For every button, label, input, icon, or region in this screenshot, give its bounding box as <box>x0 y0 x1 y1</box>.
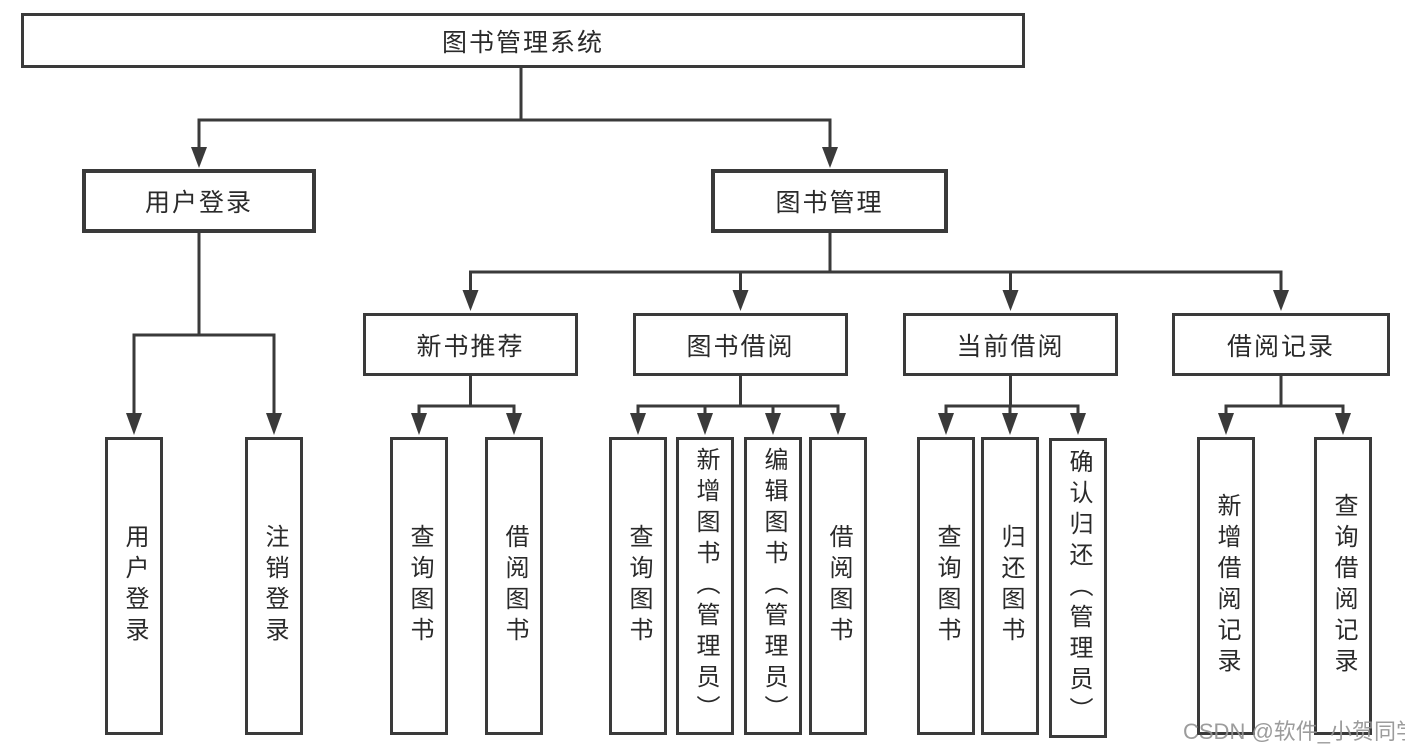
leaf-query-borrow-record: 查询借阅记录 <box>1314 437 1372 735</box>
connector-user-login <box>132 231 276 414</box>
node-current-borrow: 当前借阅 <box>903 313 1118 376</box>
arrow-down-icon <box>830 413 846 435</box>
connector-borrow-record <box>1224 374 1345 414</box>
arrow-down-icon <box>1218 413 1234 435</box>
node-book-management: 图书管理 <box>711 169 948 233</box>
node-new-book-recommend: 新书推荐 <box>363 313 578 376</box>
leaf-borrow-books-1: 借阅图书 <box>485 437 543 735</box>
arrowheads <box>126 147 1351 435</box>
leaf-borrow-books-2: 借阅图书 <box>809 437 867 735</box>
leaf-confirm-return-admin: 确认归还（管理员） <box>1049 438 1107 738</box>
arrow-down-icon <box>1335 413 1351 435</box>
leaf-add-book-admin: 新增图书（管理员） <box>676 437 734 735</box>
arrow-down-icon <box>191 147 207 168</box>
arrow-down-icon <box>266 413 282 435</box>
connector-book-management <box>469 231 1283 290</box>
node-root-system: 图书管理系统 <box>21 13 1025 68</box>
arrow-down-icon <box>411 413 427 435</box>
leaf-add-borrow-record: 新增借阅记录 <box>1197 437 1255 735</box>
leaf-return-book: 归还图书 <box>981 437 1039 735</box>
leaf-edit-book-admin: 编辑图书（管理员） <box>744 437 802 735</box>
csdn-watermark: CSDN @软件_小贺同学 <box>1183 719 1405 744</box>
node-user-login: 用户登录 <box>82 169 316 233</box>
arrow-down-icon <box>1273 290 1289 311</box>
connector-new-book <box>417 374 516 414</box>
arrow-down-icon <box>126 413 142 435</box>
arrow-down-icon <box>1002 290 1019 311</box>
arrow-down-icon <box>1002 413 1018 435</box>
leaf-query-books-2: 查询图书 <box>609 437 667 735</box>
arrow-down-icon <box>506 413 522 435</box>
connector-current-borrow <box>944 374 1080 414</box>
arrow-down-icon <box>697 413 713 435</box>
connector-root <box>197 66 832 148</box>
arrow-down-icon <box>630 413 646 435</box>
arrow-down-icon <box>765 413 781 435</box>
arrow-down-icon <box>1070 413 1086 435</box>
leaf-logout: 注销登录 <box>245 437 303 735</box>
connector-book-borrow <box>636 374 840 414</box>
leaf-query-books-1: 查询图书 <box>390 437 448 735</box>
arrow-down-icon <box>822 147 838 168</box>
node-book-borrow: 图书借阅 <box>633 313 848 376</box>
arrow-down-icon <box>462 290 479 311</box>
leaf-user-login: 用户登录 <box>105 437 163 735</box>
node-borrow-record: 借阅记录 <box>1172 313 1390 376</box>
arrow-down-icon <box>732 290 749 311</box>
leaf-query-books-3: 查询图书 <box>917 437 975 735</box>
arrow-down-icon <box>938 413 954 435</box>
